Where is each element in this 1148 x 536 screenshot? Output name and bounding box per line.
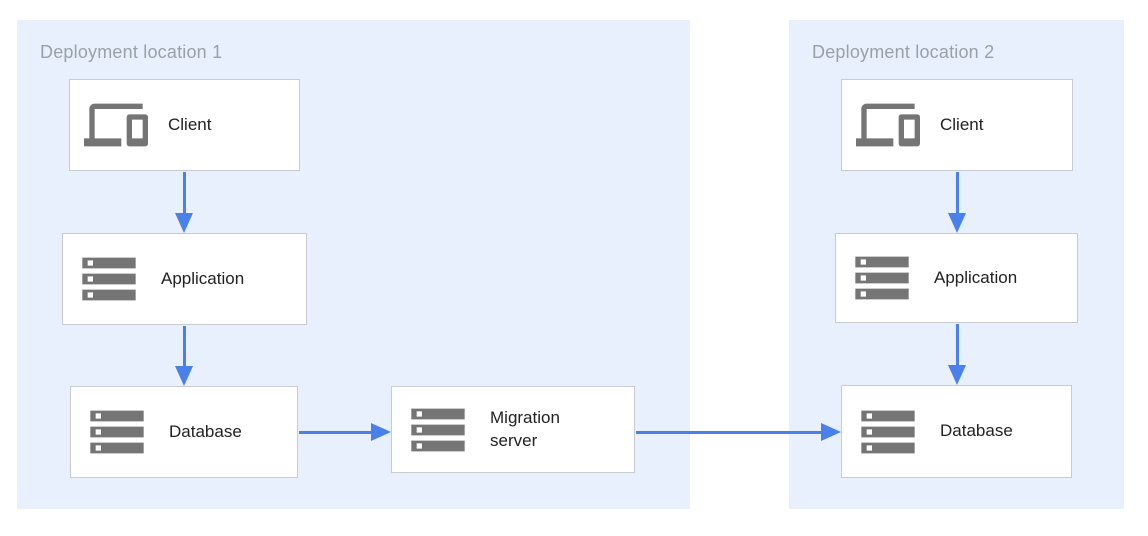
node-application-2: Application <box>835 233 1078 323</box>
arrow-shaft <box>182 172 186 214</box>
storage-icon <box>855 256 909 300</box>
arrowhead-down-icon <box>948 365 966 385</box>
arrow-shaft <box>955 324 959 366</box>
node-label: Migration server <box>490 407 560 450</box>
arrow-database1-to-migration-server <box>299 423 391 441</box>
storage-icon <box>861 410 915 453</box>
arrowhead-right-icon <box>371 423 391 441</box>
storage-icon <box>90 410 144 454</box>
region-2-title: Deployment location 2 <box>812 42 995 62</box>
node-label: Application <box>934 267 1018 287</box>
node-application-1: Application <box>62 233 307 325</box>
storage-icon <box>411 408 465 451</box>
storage-icon <box>82 257 136 301</box>
region-1-title: Deployment location 1 <box>40 42 223 62</box>
node-migration-server: Migration server <box>391 386 635 473</box>
arrow-shaft <box>955 172 959 214</box>
arrow-shaft <box>299 430 372 434</box>
node-label: Client <box>168 114 212 134</box>
arrowhead-down-icon <box>948 213 966 233</box>
node-label: Client <box>940 114 984 134</box>
node-label: Database <box>169 421 242 441</box>
devices-icon <box>856 103 920 147</box>
arrow-application2-to-database2 <box>948 324 966 385</box>
arrow-client2-to-application2 <box>948 172 966 233</box>
node-database-2: Database <box>841 385 1072 478</box>
node-client-2: Client <box>841 79 1073 171</box>
node-label: Application <box>161 268 245 288</box>
arrow-client1-to-application1 <box>175 172 193 233</box>
arrow-shaft <box>636 430 822 434</box>
arrowhead-down-icon <box>175 213 193 233</box>
arrow-migration-server-to-database2 <box>636 423 841 441</box>
arrow-shaft <box>182 326 186 367</box>
arrow-application1-to-database1 <box>175 326 193 386</box>
node-database-1: Database <box>70 386 298 478</box>
node-client-1: Client <box>69 79 300 171</box>
arrowhead-down-icon <box>175 366 193 386</box>
devices-icon <box>84 103 148 147</box>
arrowhead-right-icon <box>821 423 841 441</box>
node-label: Database <box>940 421 1013 441</box>
